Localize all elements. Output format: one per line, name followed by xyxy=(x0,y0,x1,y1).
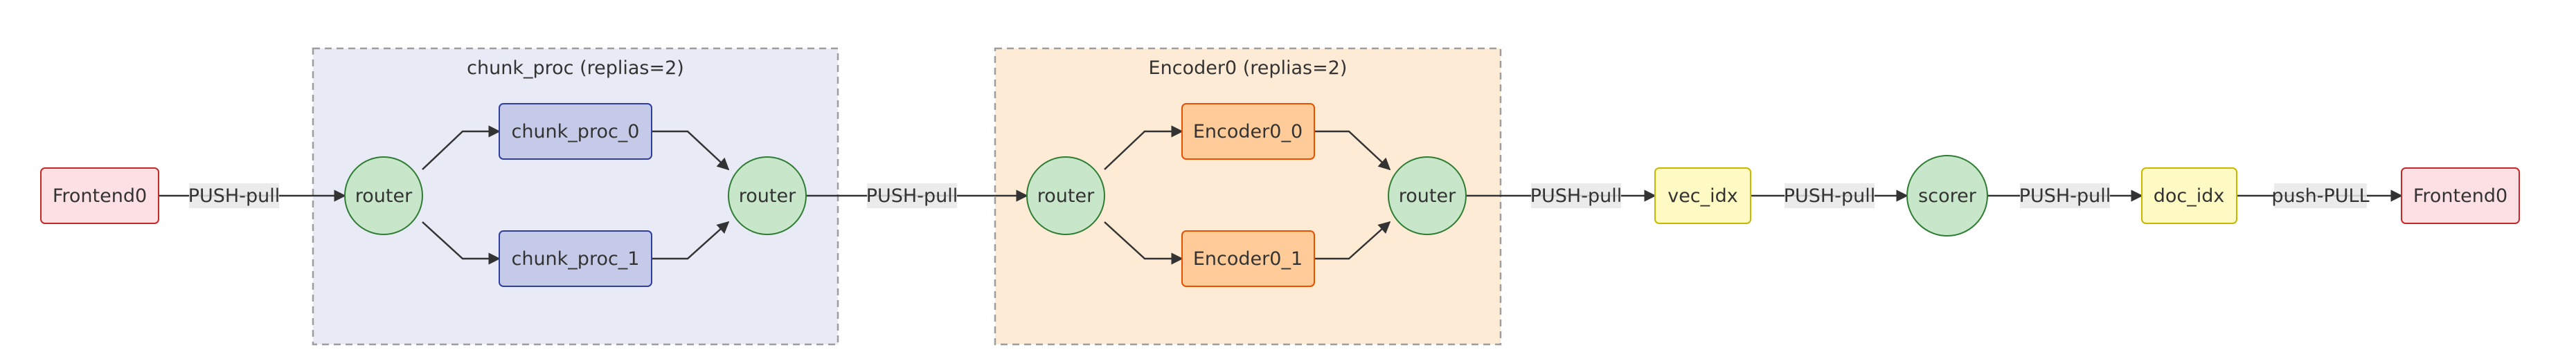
node-scorer-label: scorer xyxy=(1918,185,1977,207)
edge-router-3-to-encoder-1 xyxy=(1104,221,1183,265)
edge-label-4: PUSH-pull xyxy=(1784,183,1875,208)
edge-encoder-0-to-router-4 xyxy=(1314,130,1391,171)
node-router-2[interactable]: router xyxy=(728,156,807,235)
node-encoder0-0[interactable]: Encoder0_0 xyxy=(1181,103,1315,160)
edge-chunk-proc-0-to-router-2 xyxy=(652,130,730,171)
node-frontend-in[interactable]: Frontend0 xyxy=(40,167,159,224)
edge-label-5-text: PUSH-pull xyxy=(2019,185,2111,207)
node-chunk-proc-1-label: chunk_proc_1 xyxy=(511,248,639,270)
node-vec-idx[interactable]: vec_idx xyxy=(1654,167,1751,224)
cluster-chunk-proc-title: chunk_proc (replias=2) xyxy=(467,57,684,79)
node-chunk-proc-1[interactable]: chunk_proc_1 xyxy=(499,230,652,287)
node-vec-idx-label: vec_idx xyxy=(1667,185,1738,207)
node-frontend-out-label: Frontend0 xyxy=(2413,185,2507,207)
edge-router-3-to-encoder-0 xyxy=(1104,125,1183,170)
node-encoder0-0-label: Encoder0_0 xyxy=(1193,121,1303,142)
node-router-4-label: router xyxy=(1399,185,1456,207)
edge-chunk-proc-1-to-router-2 xyxy=(652,221,730,260)
node-scorer[interactable]: scorer xyxy=(1906,155,1988,237)
edge-router-1-to-chunk-proc-0 xyxy=(422,125,501,170)
edge-label-5: PUSH-pull xyxy=(2019,183,2111,208)
node-encoder0-1[interactable]: Encoder0_1 xyxy=(1181,230,1315,287)
node-frontend-in-label: Frontend0 xyxy=(53,185,147,207)
node-router-1[interactable]: router xyxy=(344,156,423,235)
node-doc-idx[interactable]: doc_idx xyxy=(2141,167,2237,224)
edge-label-1-text: PUSH-pull xyxy=(188,185,280,207)
edge-label-6: push-PULL xyxy=(2271,183,2370,208)
edge-label-2-text: PUSH-pull xyxy=(866,185,958,207)
node-router-1-label: router xyxy=(355,185,413,207)
node-router-4[interactable]: router xyxy=(1388,156,1467,235)
node-frontend-out[interactable]: Frontend0 xyxy=(2401,167,2520,224)
node-router-3-label: router xyxy=(1037,185,1095,207)
node-router-3[interactable]: router xyxy=(1026,156,1105,235)
edge-encoder-1-to-router-4 xyxy=(1314,221,1391,260)
node-chunk-proc-0[interactable]: chunk_proc_0 xyxy=(499,103,652,160)
node-encoder0-1-label: Encoder0_1 xyxy=(1193,248,1303,270)
edge-label-6-text: push-PULL xyxy=(2271,185,2369,207)
edge-label-1: PUSH-pull xyxy=(188,183,280,208)
edge-label-3-text: PUSH-pull xyxy=(1530,185,1622,207)
node-doc-idx-label: doc_idx xyxy=(2154,185,2225,207)
edge-label-4-text: PUSH-pull xyxy=(1784,185,1875,207)
node-router-2-label: router xyxy=(739,185,796,207)
edge-label-3: PUSH-pull xyxy=(1530,183,1622,208)
cluster-encoder-title: Encoder0 (replias=2) xyxy=(1149,57,1348,79)
edge-label-2: PUSH-pull xyxy=(866,183,958,208)
edge-router-1-to-chunk-proc-1 xyxy=(422,221,501,265)
node-chunk-proc-0-label: chunk_proc_0 xyxy=(511,121,639,142)
